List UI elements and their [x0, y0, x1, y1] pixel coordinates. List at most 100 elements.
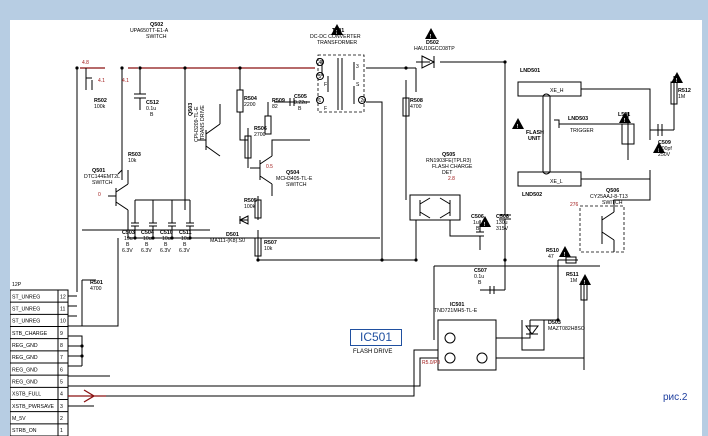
connector-pin-signal: ST_UNREG [12, 294, 40, 300]
r512-val: 1M [678, 94, 685, 100]
r509-val: 82 [272, 104, 278, 110]
c504-v: 6.3V [141, 248, 152, 254]
q502-part: UPA650TT-E1-A [130, 28, 169, 34]
q504-part: MCH3405-TL-E [276, 176, 313, 182]
ic501-ref: IC501 [450, 302, 464, 308]
xe-h: XE_H [550, 88, 564, 94]
voltage-label: 0.5 [266, 164, 273, 170]
svg-text:!: ! [430, 34, 432, 40]
c508-ref: C508 [496, 214, 509, 220]
lnd501: LND501 [520, 68, 540, 74]
svg-text:1: 1 [319, 98, 322, 104]
c507-ref: C507 [474, 268, 487, 274]
svg-text:!: ! [484, 222, 486, 228]
c511-val: 10u [181, 236, 190, 242]
warning-icon: ! [425, 28, 437, 40]
wiring [68, 54, 678, 407]
r502-ref: R502 [94, 98, 107, 104]
warning-icon: ! [619, 112, 631, 124]
connector-pin-signal: XSTB_PWRSAVE [12, 404, 55, 410]
warning-icon: ! [331, 24, 343, 36]
connector-pin-signal: STRB_ON [12, 428, 37, 434]
connector-name: 12P [12, 282, 22, 288]
transformer-pins: 4 5 1 2 3 F S F [316, 58, 366, 112]
r502-val: 100k [94, 104, 106, 110]
q506-func: SWITCH [602, 200, 623, 206]
svg-text:F: F [324, 106, 327, 112]
d503-ref: D503 [548, 320, 561, 326]
d502-part: HAU10GCC08TP [414, 46, 455, 52]
r507-val: 10k [264, 246, 273, 252]
connector-pin-signal: XSTB_FULL [12, 392, 41, 398]
c503-v: 6.3V [122, 248, 133, 254]
xe-l: XE_L [550, 179, 563, 185]
warning-icons: ! ! ! ! ! ! ! ! ! [331, 24, 683, 286]
q501-part: DTC144EMT2L [84, 174, 120, 180]
svg-text:!: ! [336, 30, 338, 36]
flash-l1: FLASH [526, 130, 544, 136]
connector-pin-signal: REG_GND [12, 343, 38, 349]
q501-ref: Q501 [92, 168, 105, 174]
r510-ref: R510 [546, 248, 559, 254]
lnd502: LND502 [522, 192, 542, 198]
q502-func: SWITCH [146, 34, 167, 40]
r506-ref: R506 [254, 126, 267, 132]
c506-val: 1u [473, 220, 479, 226]
connector-pin-number: 11 [60, 306, 65, 312]
q505-part: RN1903FE(TPLR3) [426, 158, 472, 164]
c503-t: B [126, 242, 130, 248]
c510-val: 10u [162, 236, 171, 242]
ic501-box: IC501 [350, 329, 402, 346]
d502-ref: D502 [426, 40, 439, 46]
d501-part: MA111-(K8).S0 [210, 238, 245, 244]
warning-icon: ! [671, 72, 683, 84]
connector-pin-signal: ST_UNREG [12, 319, 40, 325]
c503-val: 10u [124, 236, 133, 242]
connector-pin-signal: REG_GND [12, 367, 38, 373]
q505-det: DET [442, 170, 453, 176]
r506-val: 2700 [254, 132, 266, 138]
q503-ref: Q503 [188, 103, 194, 116]
c512-v: B [150, 112, 154, 118]
connector-pin-number: 12 [60, 294, 66, 300]
voltage-label: 4.1 [98, 78, 105, 84]
connector-pin-number: 6 [60, 367, 63, 373]
component-labels: Q502 UPA650TT-E1-A SWITCH T501 DC-DC CON… [84, 22, 691, 332]
voltage-label: 0 [98, 192, 101, 198]
c510-ref: C510 [160, 230, 173, 236]
trigger: TRIGGER [570, 128, 594, 134]
r501-val: 4700 [90, 286, 102, 292]
c507-val: 0.1u [474, 274, 484, 280]
connector-pin-number: 5 [60, 379, 63, 385]
r510-val: 47 [548, 254, 554, 260]
q505-func: FLASH CHARGE [432, 164, 473, 170]
r504-val: 2200 [244, 102, 256, 108]
svg-text:5: 5 [319, 74, 322, 80]
c512-val: 0.1u [146, 106, 156, 112]
connector-pin-number: 10 [60, 319, 66, 325]
warning-icon: ! [512, 118, 524, 130]
c504-val: 10u [143, 236, 152, 242]
connector-pin-signal: REG_GND [12, 379, 38, 385]
q506-part: CY25AAJ-8-T13 [590, 194, 628, 200]
c511-v: 6.3V [179, 248, 190, 254]
connector-pin-signal: STB_CHARGE [12, 331, 48, 337]
voltage-label: 276 [570, 202, 579, 208]
connector-pin-signal: M_5V [12, 416, 26, 422]
c506-ref: C506 [471, 214, 484, 220]
q502-ref: Q502 [150, 22, 163, 28]
r505-ref: R505 [244, 198, 257, 204]
q506-ref: Q506 [606, 188, 619, 194]
connector-pin-number: 4 [60, 392, 63, 398]
voltage-labels: 4.8 4.1 4.1 0 0.5 2.8 276 R5.0/P0 [82, 60, 579, 366]
svg-text:!: ! [624, 118, 626, 124]
r509-ref: R509 [272, 98, 285, 104]
c511-t: B [183, 242, 187, 248]
svg-text:2: 2 [361, 98, 364, 104]
r501-ref: R501 [90, 280, 103, 286]
q505-ref: Q505 [442, 152, 455, 158]
lnd503: LND503 [568, 116, 588, 122]
c507-t: B [478, 280, 482, 286]
